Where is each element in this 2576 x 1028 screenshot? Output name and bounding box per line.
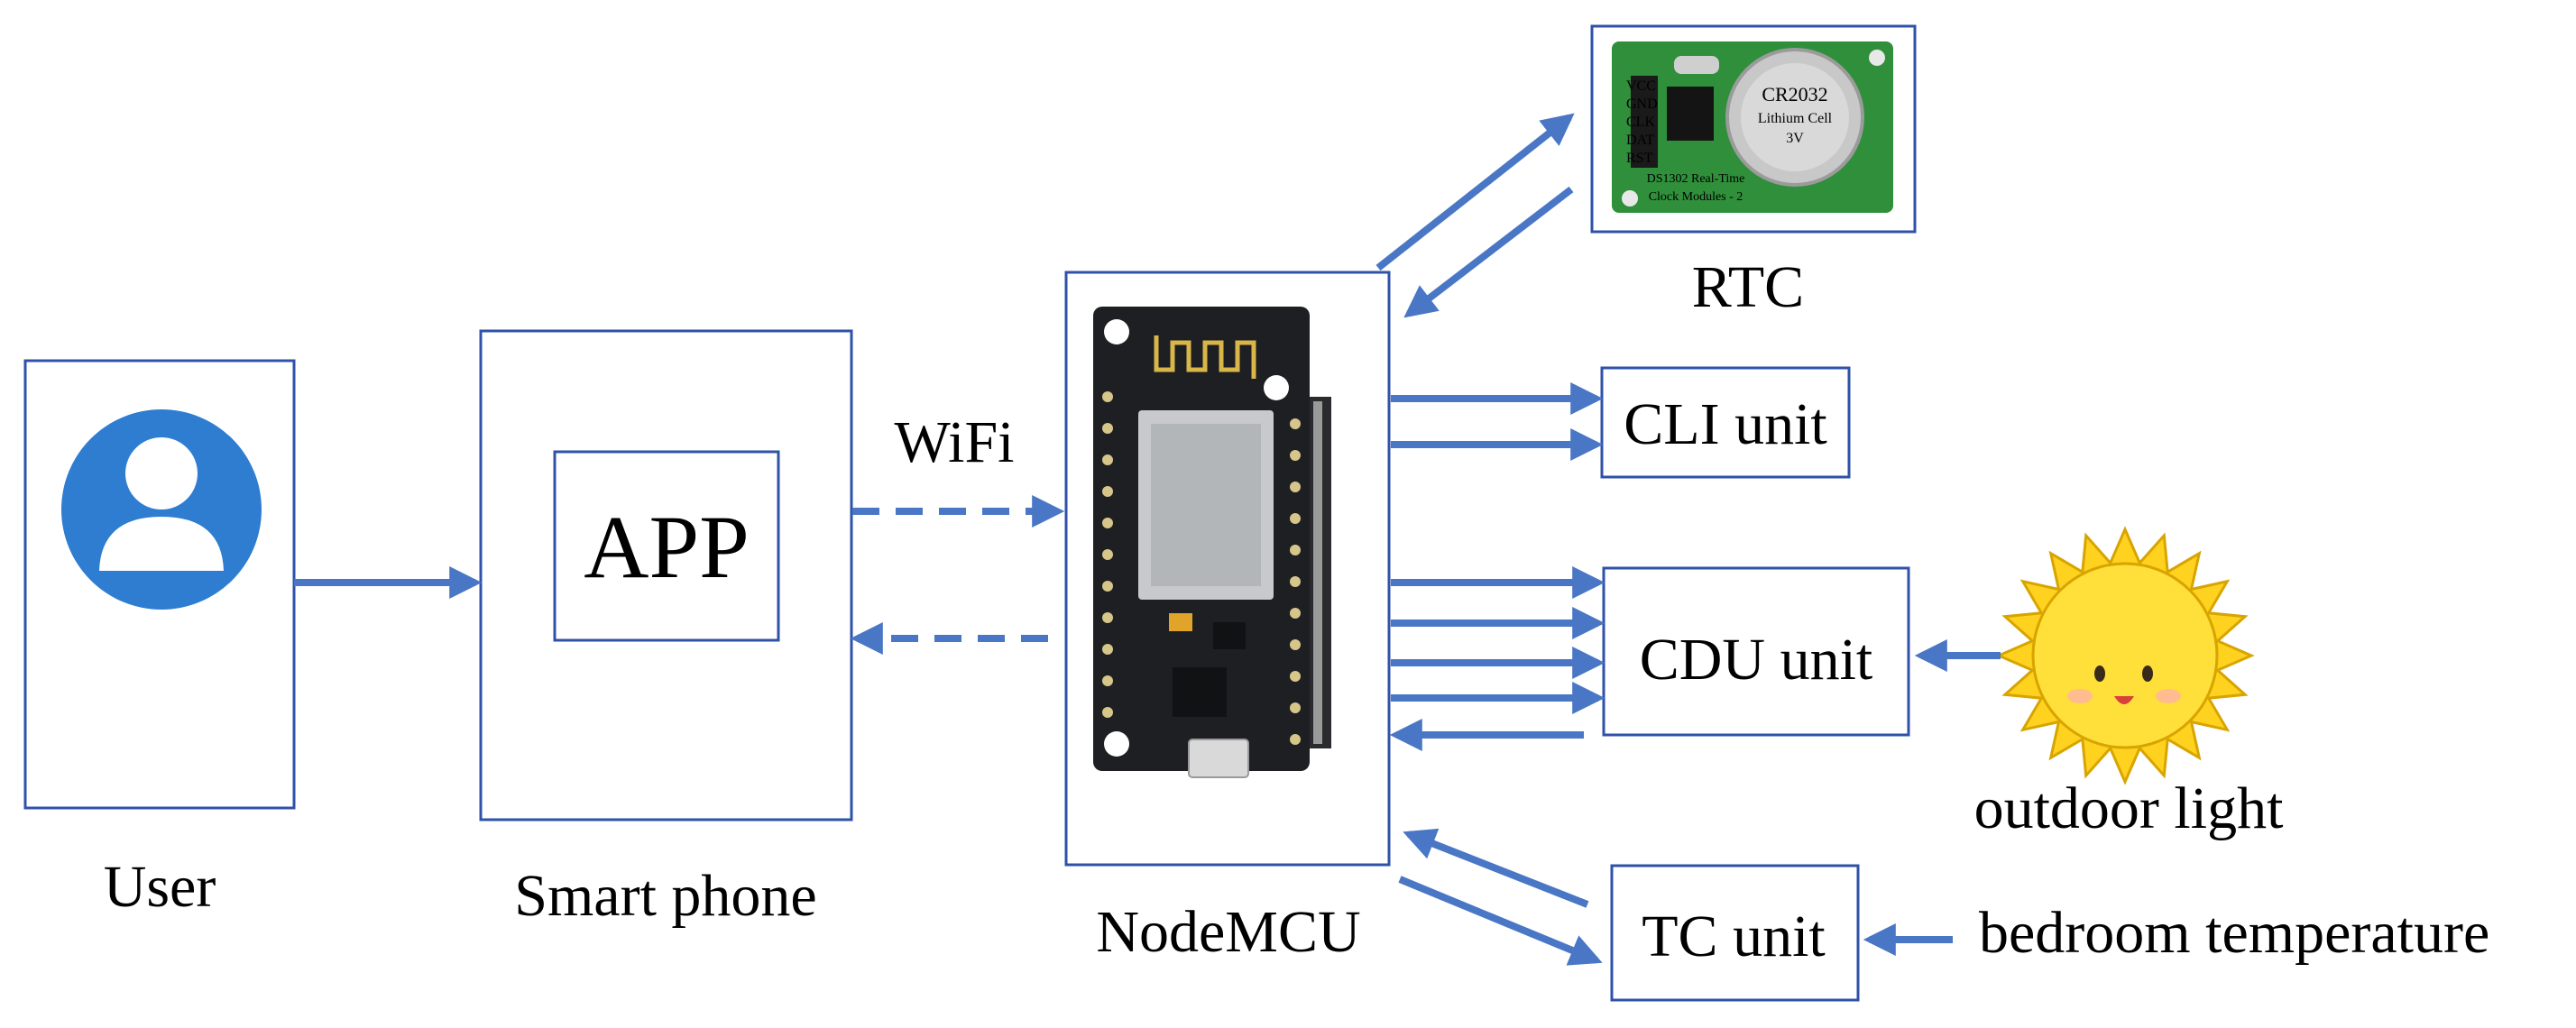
rtc-module-image: VCC GND CLK DAT RST CR2032 Lithium Cell … bbox=[1612, 41, 1893, 213]
cdu-unit-box bbox=[1602, 566, 1910, 737]
svg-text:CR2032: CR2032 bbox=[1762, 83, 1827, 106]
wifi-label: WiFi bbox=[894, 409, 1014, 475]
rtc-to-nodemcu-arrow bbox=[1403, 186, 1574, 318]
bedroom-temperature-label: bedroom temperature bbox=[1979, 900, 2489, 966]
outdoor-light-label: outdoor light bbox=[1974, 776, 2284, 841]
smartphone-box bbox=[479, 329, 853, 821]
cli-unit-box bbox=[1600, 366, 1851, 479]
svg-text:GND: GND bbox=[1626, 96, 1658, 112]
svg-text:Clock Modules - 2: Clock Modules - 2 bbox=[1649, 190, 1743, 204]
nodemcu-to-tc-arrow bbox=[1398, 876, 1603, 966]
svg-text:DS1302 Real-Time: DS1302 Real-Time bbox=[1647, 172, 1745, 186]
svg-text:DAT: DAT bbox=[1626, 133, 1654, 148]
nodemcu-label: NodeMCU bbox=[1096, 899, 1360, 965]
app-box bbox=[553, 450, 780, 642]
tc-unit-label: TC unit bbox=[1642, 904, 1826, 969]
sun-icon bbox=[1995, 526, 2255, 785]
nodemcu-to-rtc-arrow bbox=[1375, 113, 1575, 271]
app-label: APP bbox=[584, 497, 749, 597]
nodemcu-board-image bbox=[1093, 307, 1331, 778]
svg-text:CLK: CLK bbox=[1626, 115, 1655, 130]
svg-text:Lithium Cell: Lithium Cell bbox=[1758, 111, 1833, 126]
svg-text:3V: 3V bbox=[1786, 131, 1804, 146]
svg-text:RST: RST bbox=[1626, 151, 1653, 166]
rtc-label: RTC bbox=[1692, 254, 1804, 320]
cli-unit-label: CLI unit bbox=[1624, 391, 1827, 457]
svg-text:VCC: VCC bbox=[1626, 78, 1656, 94]
smartphone-label: Smart phone bbox=[514, 863, 816, 929]
user-label: User bbox=[104, 854, 216, 920]
tc-unit-box bbox=[1610, 864, 1860, 1002]
user-avatar-icon bbox=[61, 409, 262, 610]
cdu-unit-label: CDU unit bbox=[1640, 627, 1873, 693]
tc-to-nodemcu-arrow bbox=[1403, 828, 1589, 908]
